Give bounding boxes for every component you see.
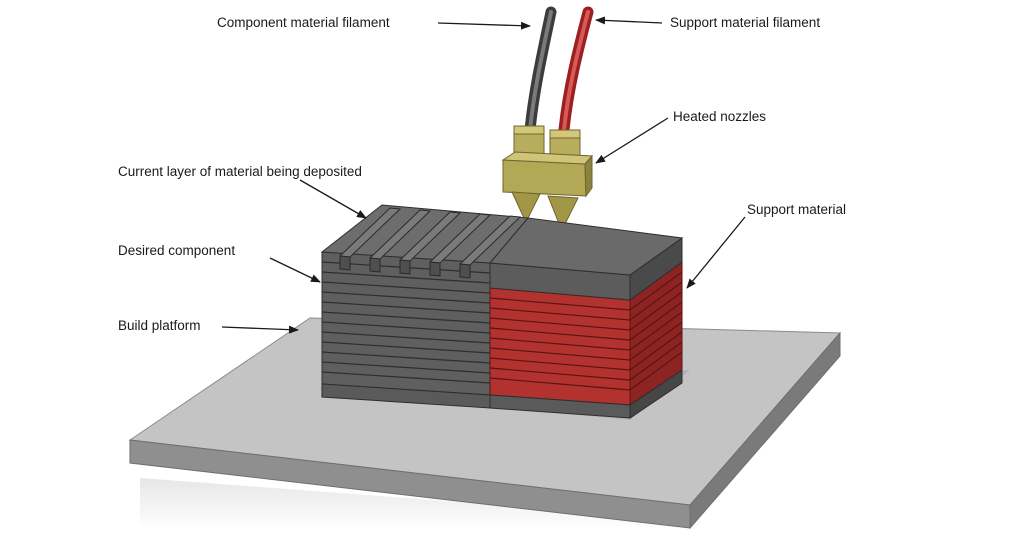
component-filament-highlight [528,10,553,132]
block-base-front-left [321,383,491,409]
label-support-material: Support material [747,202,847,217]
arrow-support-material [686,216,746,289]
block-base-side [629,369,683,419]
label-build-platform: Build platform [118,318,201,333]
heated-nozzles [501,125,594,227]
label-component-filament: Component material filament [217,15,390,30]
arrow-desired-component [269,257,321,283]
label-current-layer: Current layer of material being deposite… [118,164,362,179]
arrow-component-filament [437,21,531,30]
leader-lines [221,16,746,334]
arrow-current-layer [299,179,367,219]
platform-reflection [140,478,700,530]
arrow-heated-nozzles [595,117,669,164]
top-surface-right [488,217,684,276]
support-material [489,261,683,406]
label-desired-component: Desired component [118,243,236,258]
arrow-support-filament [595,16,663,25]
label-heated-nozzles: Heated nozzles [673,109,767,124]
support-filament-highlight [562,10,590,132]
arrow-build-platform [221,325,299,334]
current-layer [338,207,522,279]
label-support-filament: Support material filament [670,15,821,30]
